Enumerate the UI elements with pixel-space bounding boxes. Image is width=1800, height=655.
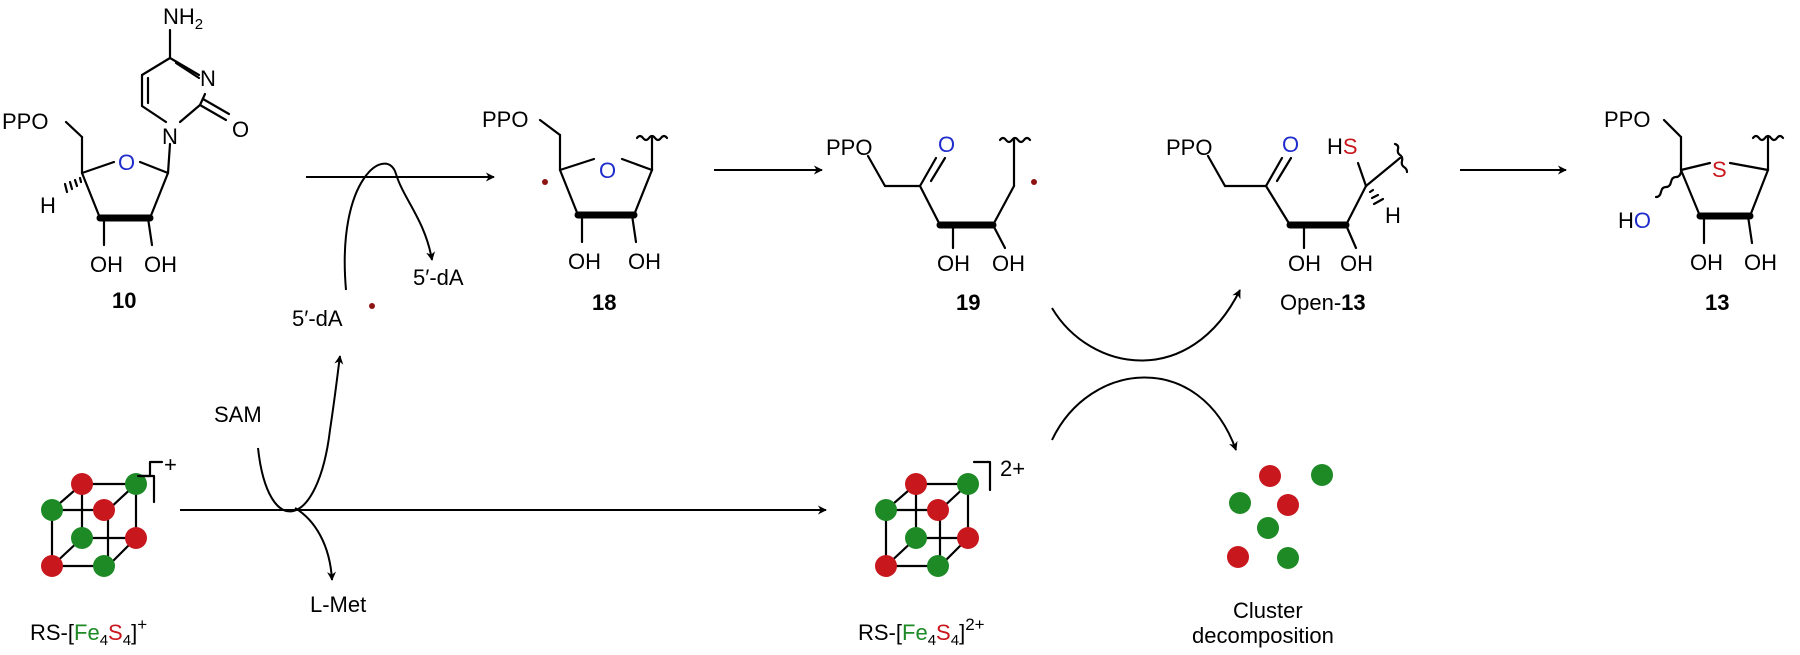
cluster-reduced-icon bbox=[41, 460, 164, 577]
carbonyl-o-label: O bbox=[1282, 132, 1299, 157]
hydroxyl-label: HO bbox=[1618, 208, 1651, 233]
wavy-bond bbox=[1393, 142, 1409, 174]
ppo-label: PPO bbox=[1166, 135, 1212, 160]
compound-number: 19 bbox=[956, 290, 980, 315]
oh-label: OH bbox=[144, 252, 177, 277]
oh-label: OH bbox=[992, 251, 1025, 276]
oh-label: OH bbox=[628, 249, 661, 274]
reagent-5dA-radical: 5′-dA bbox=[292, 306, 343, 331]
compound-open-13: PPO O HS H OH OH Open-13 bbox=[1166, 132, 1409, 315]
wavy-bond bbox=[998, 136, 1032, 144]
oh-label: OH bbox=[937, 251, 970, 276]
oh-label: OH bbox=[1744, 250, 1777, 275]
oh-label: OH bbox=[90, 252, 123, 277]
cluster-charge: + bbox=[164, 452, 177, 477]
nh2-label: NH2 bbox=[163, 4, 203, 33]
oh-label: OH bbox=[1340, 251, 1373, 276]
decomposition-label: decomposition bbox=[1192, 623, 1334, 648]
ring-oxygen: O bbox=[118, 150, 135, 175]
curved-arrow-lower bbox=[1051, 376, 1238, 451]
ppo-label: PPO bbox=[826, 135, 872, 160]
wavy-bond bbox=[1654, 170, 1683, 199]
compound-13: PPO S HO OH OH 13 bbox=[1604, 107, 1785, 315]
n1-label: N bbox=[162, 124, 178, 149]
ring-sulfur: S bbox=[1712, 157, 1727, 182]
curved-arrow-sam bbox=[257, 355, 344, 513]
cluster-oxidized-icon bbox=[875, 460, 992, 577]
reagent-lmet: L-Met bbox=[310, 592, 366, 617]
compound-18: PPO O OH OH 18 bbox=[482, 107, 669, 315]
wavy-bond bbox=[635, 134, 669, 142]
oh-label: OH bbox=[1288, 251, 1321, 276]
ppo-label: PPO bbox=[482, 107, 528, 132]
reagent-sam: SAM bbox=[214, 402, 262, 427]
thiol-label: HS bbox=[1327, 134, 1358, 159]
radical-dot bbox=[542, 179, 548, 185]
radical-dot bbox=[1031, 179, 1037, 185]
reagent-5dA: 5′-dA bbox=[413, 265, 464, 290]
cluster-label-oxidized: RS-[Fe4S4]2+ bbox=[858, 615, 985, 649]
curved-arrow-upper bbox=[1051, 289, 1241, 362]
compound-number: 13 bbox=[1705, 290, 1729, 315]
oh-label: OH bbox=[1690, 250, 1723, 275]
hashed-bond bbox=[63, 176, 83, 194]
radical-dot bbox=[369, 303, 375, 309]
cluster-charge: 2+ bbox=[1000, 456, 1025, 481]
cluster-label-reduced: RS-[Fe4S4]+ bbox=[30, 615, 147, 649]
carbonyl-o-label: O bbox=[938, 132, 955, 157]
decomposition-label: Cluster bbox=[1233, 598, 1303, 623]
ppo-label: PPO bbox=[2, 109, 48, 134]
oh-label: OH bbox=[568, 249, 601, 274]
compound-number: 10 bbox=[112, 288, 136, 313]
ring-oxygen: O bbox=[599, 158, 616, 183]
compound-number: 18 bbox=[592, 290, 616, 315]
h-label: H bbox=[1385, 203, 1401, 228]
carbonyl-o-label: O bbox=[232, 117, 249, 142]
cluster-decomposition-icon bbox=[1227, 464, 1333, 569]
curved-arrow bbox=[343, 162, 436, 291]
compound-10: PPO H O OH OH N N O NH2 10 bbox=[2, 4, 249, 313]
n3-label: N bbox=[200, 66, 216, 91]
compound-19: PPO O OH OH 19 bbox=[826, 132, 1037, 315]
curved-arrow-lmet bbox=[294, 507, 337, 581]
h-label: H bbox=[40, 193, 56, 218]
compound-label: Open-13 bbox=[1280, 290, 1366, 315]
hashed-bond bbox=[1368, 188, 1385, 206]
ppo-label: PPO bbox=[1604, 107, 1650, 132]
wavy-bond bbox=[1751, 134, 1785, 142]
